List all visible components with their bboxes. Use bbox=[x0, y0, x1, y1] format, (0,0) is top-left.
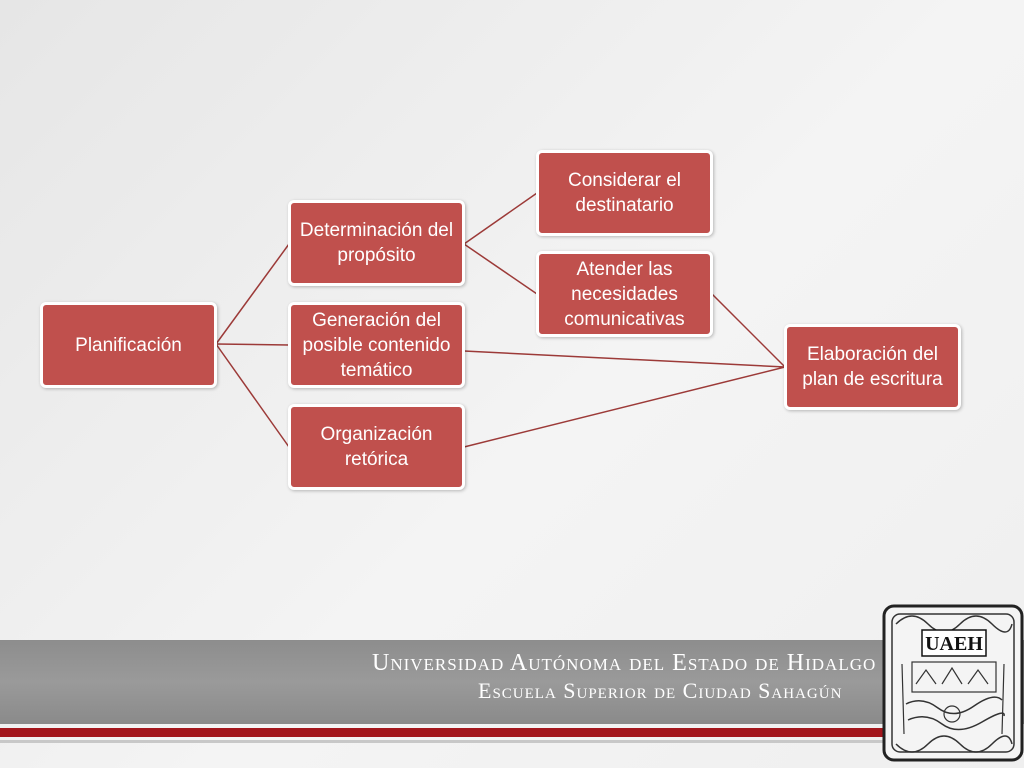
connector-planificacion-organizacion bbox=[215, 343, 290, 448]
connector-generacion-elaboracion bbox=[463, 350, 786, 368]
node-determinacion: Determinación del propósito bbox=[288, 200, 465, 286]
node-planificacion-label: Planificación bbox=[75, 334, 182, 356]
logo-text: UAEH bbox=[925, 633, 983, 655]
footer-school-name: Escuela Superior de Ciudad Sahagún bbox=[478, 678, 843, 703]
connector-planificacion-generacion bbox=[215, 343, 290, 346]
connector-atender-elaboracion bbox=[711, 293, 786, 368]
node-organizacion-label: Organización retórica bbox=[320, 424, 433, 470]
uaeh-seal-logo: UAEH bbox=[882, 604, 1024, 762]
node-elaboracion-label: Elaboración del plan de escritura bbox=[802, 344, 943, 390]
footer-accent-line bbox=[0, 740, 900, 743]
connector-planificacion-determinacion bbox=[215, 243, 290, 345]
node-generacion: Generación del posible contenido temátic… bbox=[288, 302, 465, 388]
footer-accent-bar bbox=[0, 728, 900, 737]
node-considerar: Considerar el destinatario bbox=[536, 150, 713, 236]
node-generacion-label: Generación del posible contenido temátic… bbox=[302, 309, 451, 381]
footer-band bbox=[0, 640, 1024, 724]
node-atender-label: Atender las necesidades comunicativas bbox=[564, 258, 685, 330]
node-elaboracion: Elaboración del plan de escritura bbox=[784, 324, 961, 410]
node-planificacion: Planificación bbox=[40, 302, 217, 388]
connector-determinacion-atender bbox=[463, 243, 538, 295]
node-considerar-label: Considerar el destinatario bbox=[568, 170, 681, 216]
connector-organizacion-elaboracion bbox=[463, 366, 786, 448]
node-determinacion-label: Determinación del propósito bbox=[299, 220, 454, 266]
node-organizacion: Organización retórica bbox=[288, 404, 465, 490]
footer-university-name: Universidad Autónoma del Estado de Hidal… bbox=[372, 650, 877, 676]
node-atender: Atender las necesidades comunicativas bbox=[536, 251, 713, 337]
connector-determinacion-considerar bbox=[463, 192, 538, 245]
